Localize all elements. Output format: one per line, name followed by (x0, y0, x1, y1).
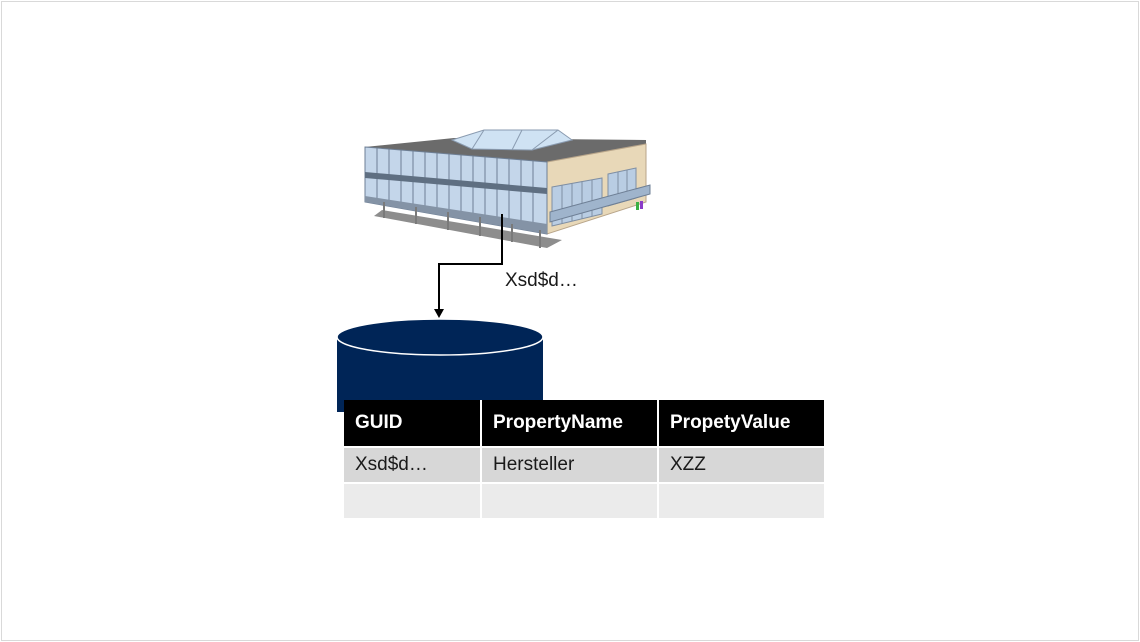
table-cell-property-value (659, 484, 824, 520)
property-table: GUID PropertyName PropetyValue Xsd$d… He… (344, 400, 824, 520)
column-header-guid: GUID (344, 400, 482, 448)
building-icon (364, 129, 651, 248)
table-cell-guid: Xsd$d… (344, 448, 482, 484)
table-cell-guid (344, 484, 482, 520)
table-cell-property-name: Hersteller (482, 448, 659, 484)
table-row (344, 484, 824, 520)
table-row: Xsd$d… Hersteller XZZ (344, 448, 824, 484)
guid-label: Xsd$d… (505, 270, 578, 291)
table-cell-property-name (482, 484, 659, 520)
column-header-property-name: PropertyName (482, 400, 659, 448)
table-cell-property-value: XZZ (659, 448, 824, 484)
table-header-row: GUID PropertyName PropetyValue (344, 400, 824, 448)
connector-arrow (434, 214, 503, 318)
column-header-property-value: PropetyValue (659, 400, 824, 448)
database-icon (336, 318, 544, 412)
